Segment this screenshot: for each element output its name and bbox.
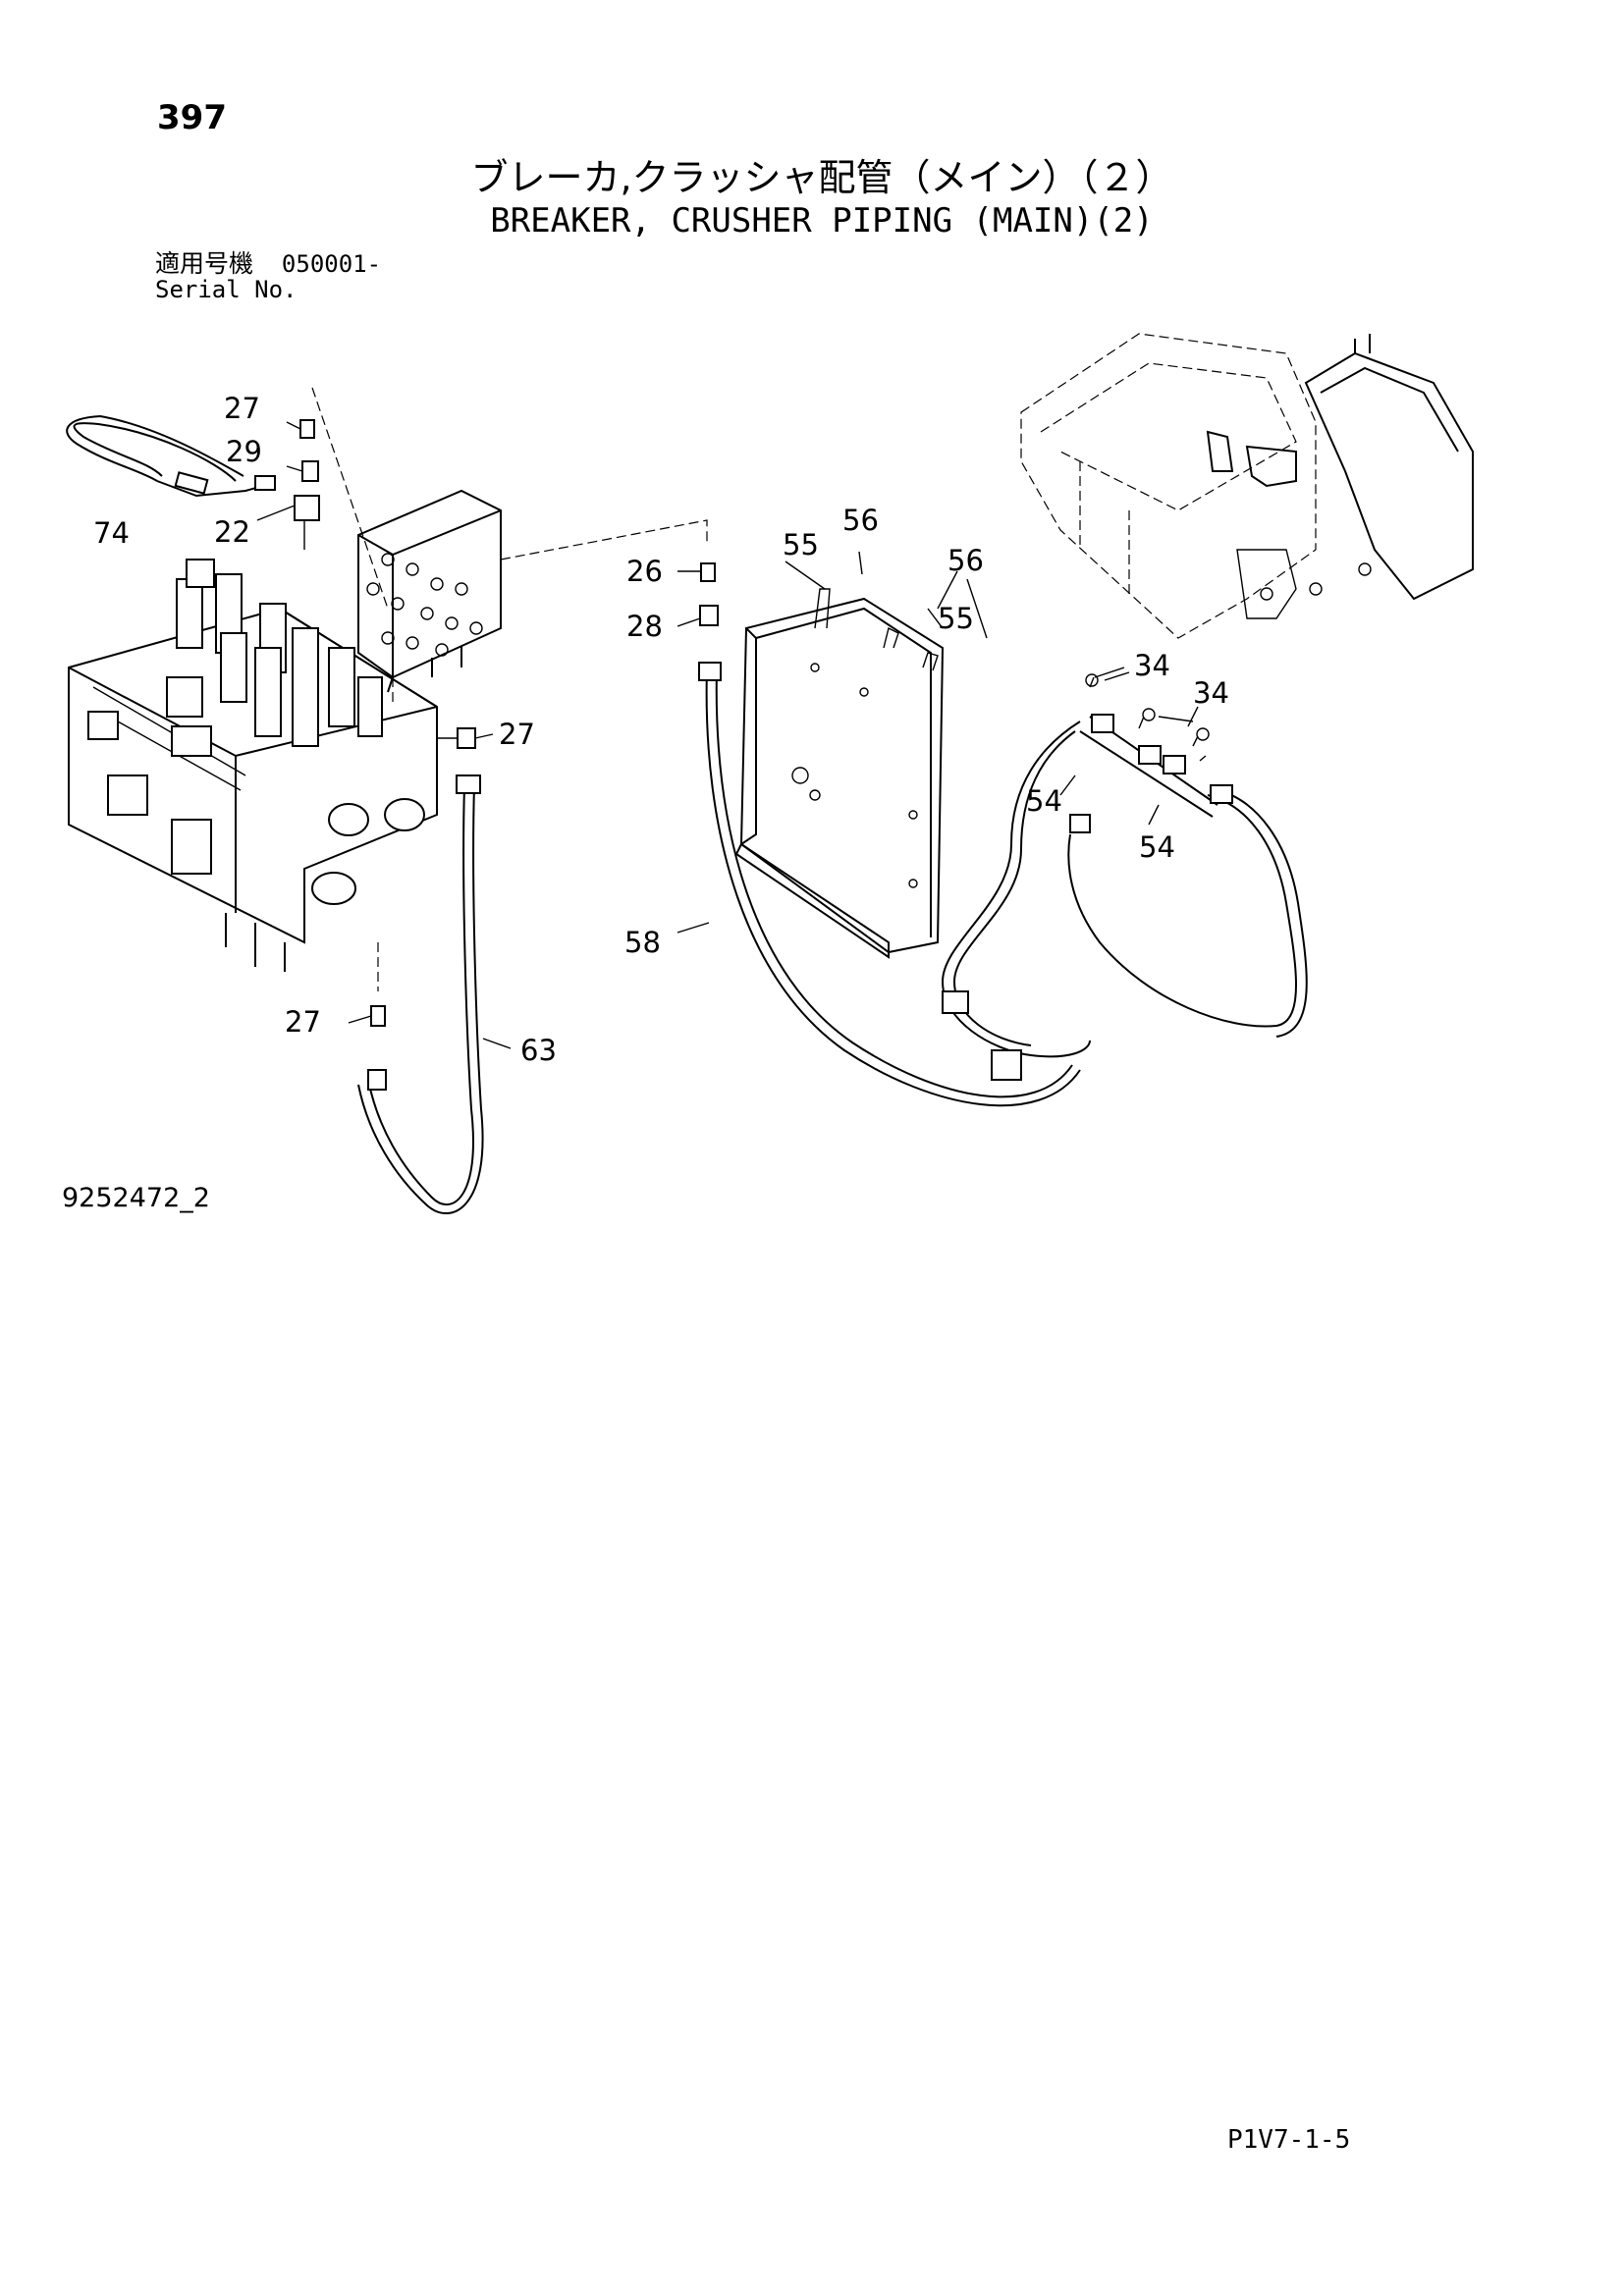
callout-63: 63 [520,1034,557,1067]
callout-74: 74 [93,516,130,550]
callout-27-top: 27 [224,392,260,425]
fittings-top [256,387,389,610]
callout-34-top: 34 [1134,649,1170,682]
serial-value: 050001- [281,250,382,278]
control-valve-block [68,559,438,972]
callout-27-mid: 27 [499,718,535,751]
wire-harness [941,671,1308,1081]
callout-22: 22 [214,515,250,549]
callout-56-right: 56 [947,544,984,577]
title-english: BREAKER, CRUSHER PIPING (MAIN)(2) [490,201,1154,240]
mounting-plate [734,588,945,959]
title-japanese: ブレーカ,クラッシャ配管（メイン）（２） [470,156,1173,199]
callout-54-right: 54 [1139,830,1175,864]
callout-55-right: 55 [938,602,974,635]
callout-58: 58 [624,926,661,959]
hose-74 [66,414,276,498]
callout-34-right: 34 [1193,676,1229,710]
pilot-valve-module [357,489,502,693]
callout-56-left: 56 [842,504,879,537]
drawing-number: 9252472_2 [62,1183,210,1213]
callout-29: 29 [226,435,262,468]
serial-label-en: Serial No. [155,276,298,303]
hose-63 [348,727,512,1214]
machine-overview [1020,333,1474,639]
callout-55-left: 55 [783,528,819,561]
serial-block: 適用号機 050001- Serial No. [155,249,382,303]
serial-label-jp: 適用号機 [155,249,254,278]
callout-26: 26 [626,555,663,588]
leader-lines [474,551,1199,826]
dashed-leader-1 [500,519,708,561]
page-number: 397 [157,98,227,137]
page-code: P1V7-1-5 [1227,2125,1351,2155]
hose-58 [677,562,1081,1107]
callout-54-left: 54 [1026,784,1062,818]
callout-28: 28 [626,610,663,643]
callout-27-bottom: 27 [285,1005,321,1039]
